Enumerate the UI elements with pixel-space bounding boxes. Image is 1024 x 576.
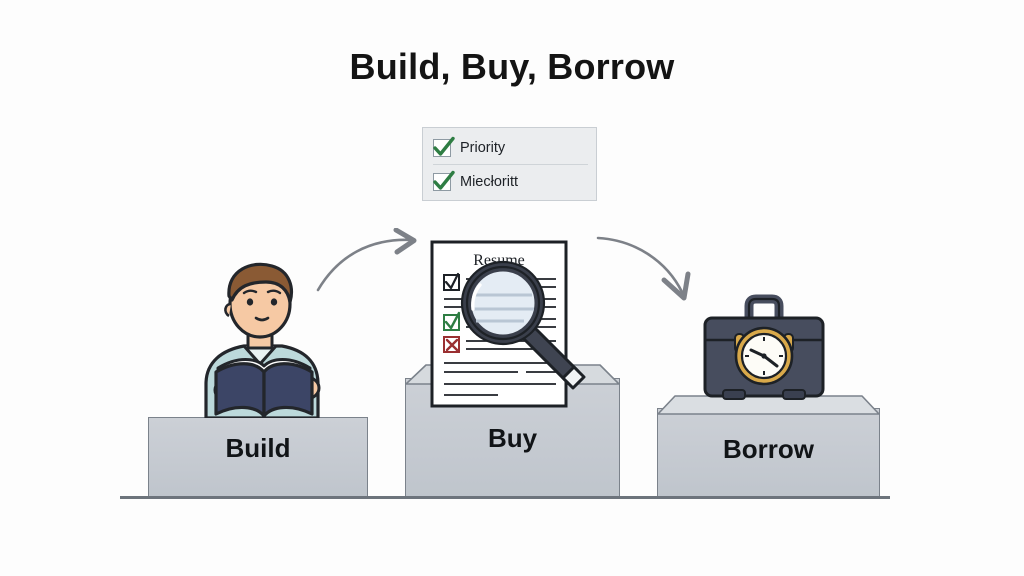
pedestal-borrow: Borrow	[657, 395, 880, 498]
checkbox-checked-icon[interactable]	[433, 170, 455, 191]
magnifier-icon	[460, 260, 586, 390]
person-reading-book	[186, 256, 336, 423]
page-title: Build, Buy, Borrow	[349, 46, 675, 87]
pedestal-build: Build	[148, 417, 368, 498]
checklist-item-label: Miecłoritt	[460, 173, 519, 190]
arrow-buy-to-borrow-icon	[592, 228, 707, 313]
ground-line	[120, 496, 890, 499]
briefcase-with-clock	[699, 294, 829, 417]
resume-document: Resume	[428, 239, 628, 424]
priority-checklist-card: Priority Miecłoritt	[422, 127, 597, 201]
checklist-item-label: Priority	[460, 139, 506, 156]
pedestal-build-label: Build	[225, 433, 291, 463]
pedestal-build-face: Build	[148, 417, 368, 498]
checklist-item-secondary[interactable]: Miecłoritt	[433, 167, 588, 196]
checkbox-checked-icon[interactable]	[433, 136, 455, 157]
checklist-item-priority[interactable]: Priority	[433, 133, 588, 162]
pedestal-buy-label: Buy	[487, 422, 538, 453]
pedestal-borrow-face: Borrow	[657, 408, 880, 498]
arrow-build-to-buy-icon	[312, 227, 432, 303]
pedestal-borrow-label: Borrow	[723, 433, 814, 464]
checklist-divider	[433, 164, 588, 165]
